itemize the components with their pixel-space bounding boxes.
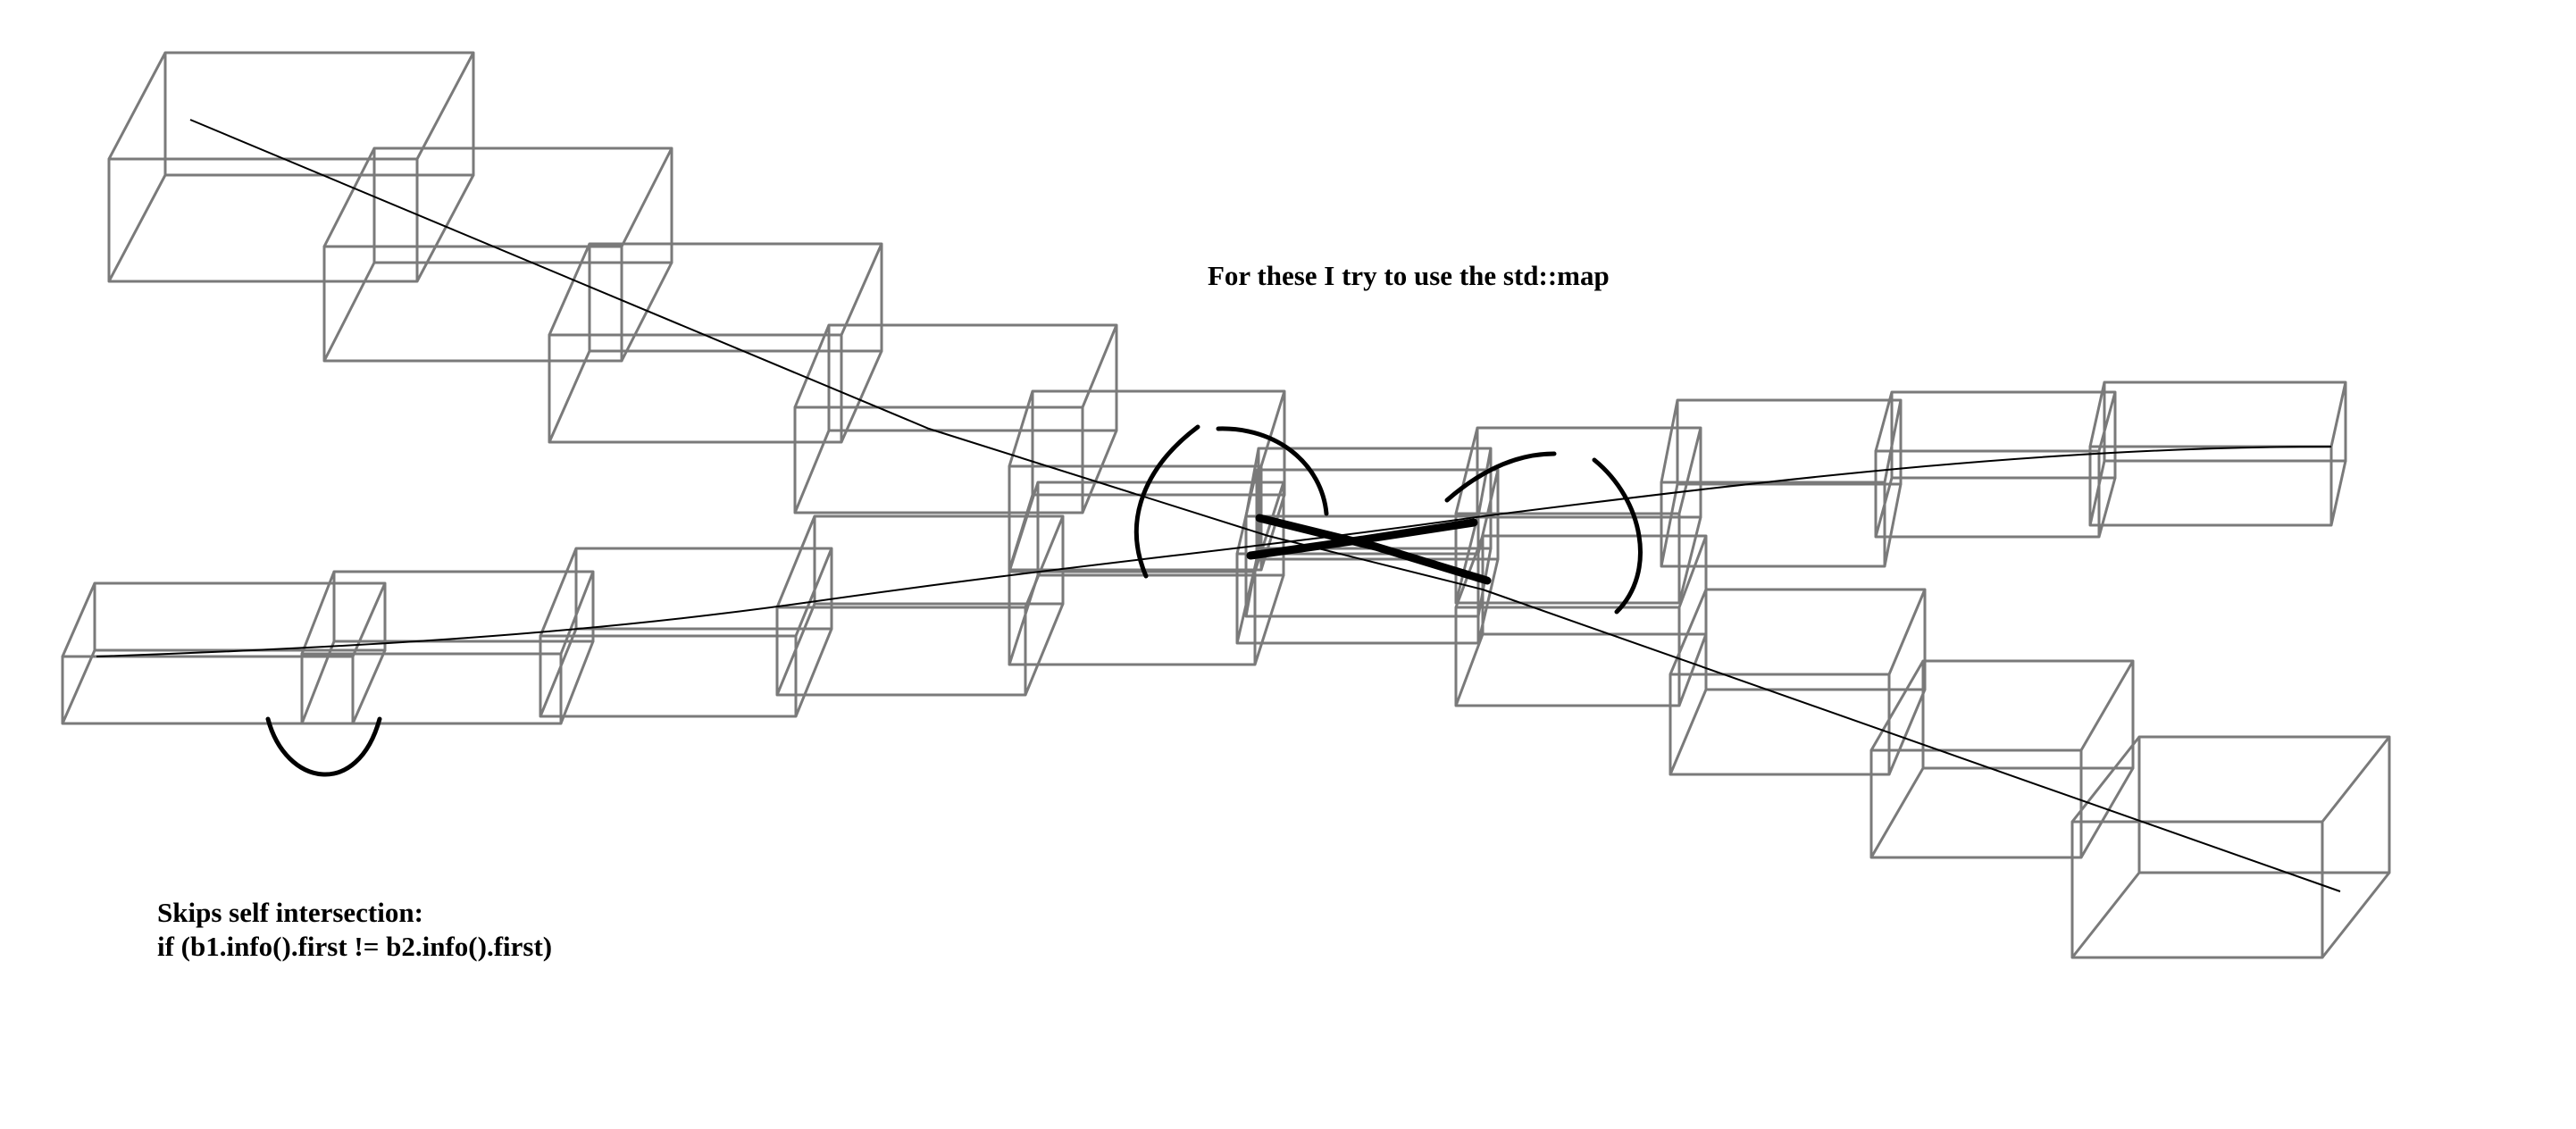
self-intersection-note: Skips self intersection: if (b1.info().f… <box>157 896 552 964</box>
left-bracket-mark-arc <box>1216 426 1329 516</box>
wireframe-box-1 <box>107 51 475 283</box>
box-front-face <box>1660 481 1886 568</box>
box-back-face <box>1890 390 2117 480</box>
right-bracket-mark-outer <box>1592 457 1643 615</box>
bounding-boxes-group <box>61 51 2391 959</box>
box-front-face <box>300 652 563 725</box>
box-front-face <box>2070 820 2324 959</box>
box-depth-edges <box>300 571 595 724</box>
self-intersection-title: Skips self intersection: <box>157 897 423 928</box>
box-front-face <box>1454 606 1681 707</box>
box-front-face <box>2088 445 2333 527</box>
box-depth-edges <box>1669 589 1927 775</box>
box-back-face <box>1481 534 1708 636</box>
wireframe-box-20 <box>2088 381 2347 527</box>
intersection-highlight-descending <box>1255 514 1492 585</box>
box-front-face <box>61 655 355 725</box>
box-front-face <box>1874 449 2101 539</box>
wireframe-box-12 <box>300 570 595 725</box>
wireframe-box-4 <box>793 323 1118 514</box>
right-bracket-mark-arc <box>1444 451 1557 503</box>
wireframe-box-15 <box>1008 481 1285 666</box>
box-back-face <box>2103 381 2347 463</box>
ascending-curve-line <box>96 446 2332 657</box>
wireframe-box-16 <box>1235 468 1500 645</box>
box-depth-edges <box>539 548 833 717</box>
box-back-face <box>827 323 1118 432</box>
box-depth-edges <box>1235 469 1500 644</box>
wireframe-box-13 <box>539 547 833 718</box>
box-back-face <box>574 547 833 631</box>
box-back-face <box>163 51 475 177</box>
box-depth-edges <box>1008 481 1285 665</box>
box-depth-edges <box>1008 390 1286 571</box>
box-front-face <box>107 157 419 283</box>
box-front-face <box>793 406 1084 514</box>
wireframe-box-9 <box>1869 659 2135 859</box>
wireframe-box-7 <box>1454 534 1708 707</box>
wireframe-box-2 <box>322 146 673 363</box>
box-front-face <box>775 606 1027 697</box>
box-depth-edges <box>61 582 387 724</box>
std-map-note: For these I try to use the std::map <box>1208 260 1610 291</box>
wireframe-box-3 <box>548 242 883 444</box>
wireframe-box-10 <box>2070 735 2391 959</box>
wireframe-box-8 <box>1669 588 1927 776</box>
box-back-face <box>2137 735 2391 874</box>
box-depth-edges <box>1454 427 1702 604</box>
self-intersection-smile-mark <box>265 716 382 777</box>
box-depth-edges <box>322 147 673 362</box>
box-depth-edges <box>1454 535 1708 707</box>
box-front-face <box>1008 570 1257 666</box>
box-depth-edges <box>2088 381 2347 526</box>
curves-group <box>96 119 2341 892</box>
wireframe-box-19 <box>1874 390 2117 539</box>
wireframe-box-14 <box>775 514 1065 697</box>
box-depth-edges <box>1874 391 2117 538</box>
box-depth-edges <box>1869 660 2135 858</box>
box-depth-edges <box>548 243 883 443</box>
wireframe-box-18 <box>1660 398 1903 568</box>
intersection-highlight-ascending <box>1246 518 1478 560</box>
box-depth-edges <box>775 515 1065 696</box>
left-bracket-mark-upper <box>1133 424 1200 579</box>
box-back-face <box>813 514 1065 606</box>
box-depth-edges <box>2070 736 2391 958</box>
box-depth-edges <box>107 52 475 282</box>
self-intersection-code: if (b1.info().first != b2.info().first) <box>157 931 553 962</box>
box-depth-edges <box>793 324 1118 514</box>
descending-curve-line <box>189 119 2341 892</box>
hand-drawn-marks-group <box>265 424 1643 777</box>
